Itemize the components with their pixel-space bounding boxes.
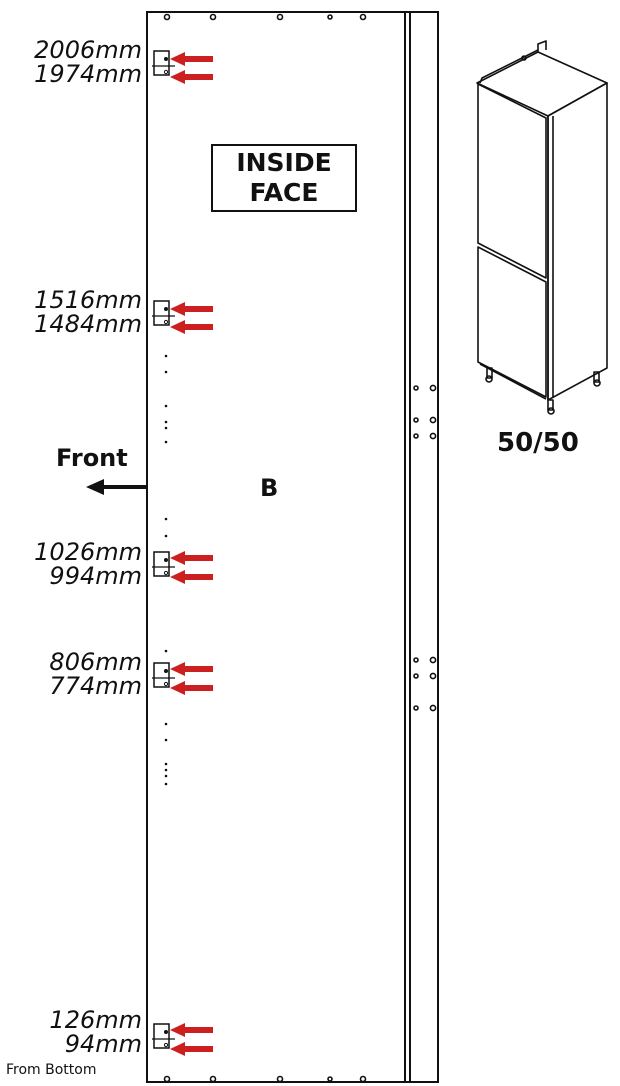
hinge-1-upper-measurement: 2006mm	[34, 36, 142, 64]
red-arrow	[170, 551, 213, 565]
hinge-group-2	[152, 300, 213, 334]
hinge-3-lower-measurement: 994mm	[49, 562, 142, 590]
red-arrow	[170, 70, 213, 84]
red-arrow	[170, 52, 213, 66]
panel-outline	[146, 11, 439, 1083]
hinge-4-upper-measurement: 806mm	[49, 648, 142, 676]
red-arrow	[170, 302, 213, 316]
cabinet-ratio-label: 50/50	[497, 428, 579, 458]
bottom-edge-holes	[163, 1075, 367, 1083]
hinge-group-5	[152, 1023, 213, 1056]
red-arrow	[170, 320, 213, 334]
hinge-group-3	[152, 551, 213, 584]
red-arrow	[170, 662, 213, 676]
hinge-group-1	[152, 50, 213, 84]
inside-face-label: INSIDE FACE	[211, 144, 357, 212]
front-label: Front	[56, 444, 128, 472]
inside-face-line1: INSIDE	[236, 148, 332, 177]
hinge-1-lower-measurement: 1974mm	[34, 60, 142, 88]
hinge-2-upper-measurement: 1516mm	[34, 286, 142, 314]
red-arrow	[170, 681, 213, 695]
hinge-4-lower-measurement: 774mm	[49, 672, 142, 700]
hinge-3-upper-measurement: 1026mm	[34, 538, 142, 566]
front-arrow	[86, 479, 148, 495]
hinge-5-lower-measurement: 94mm	[64, 1030, 142, 1058]
hinge-5-upper-measurement: 126mm	[49, 1006, 142, 1034]
from-bottom-label: From Bottom	[6, 1062, 97, 1078]
hinge-group-4	[152, 662, 213, 695]
top-edge-holes	[163, 13, 367, 21]
red-arrow	[170, 1023, 213, 1037]
shelf-holes	[413, 384, 437, 712]
red-arrow	[170, 570, 213, 584]
drill-dots	[164, 354, 168, 786]
tall-cabinet-illustration	[476, 40, 608, 415]
panel-letter: B	[260, 474, 279, 502]
red-arrow	[170, 1042, 213, 1056]
inside-face-line2: FACE	[249, 178, 319, 207]
hinge-2-lower-measurement: 1484mm	[34, 310, 142, 338]
